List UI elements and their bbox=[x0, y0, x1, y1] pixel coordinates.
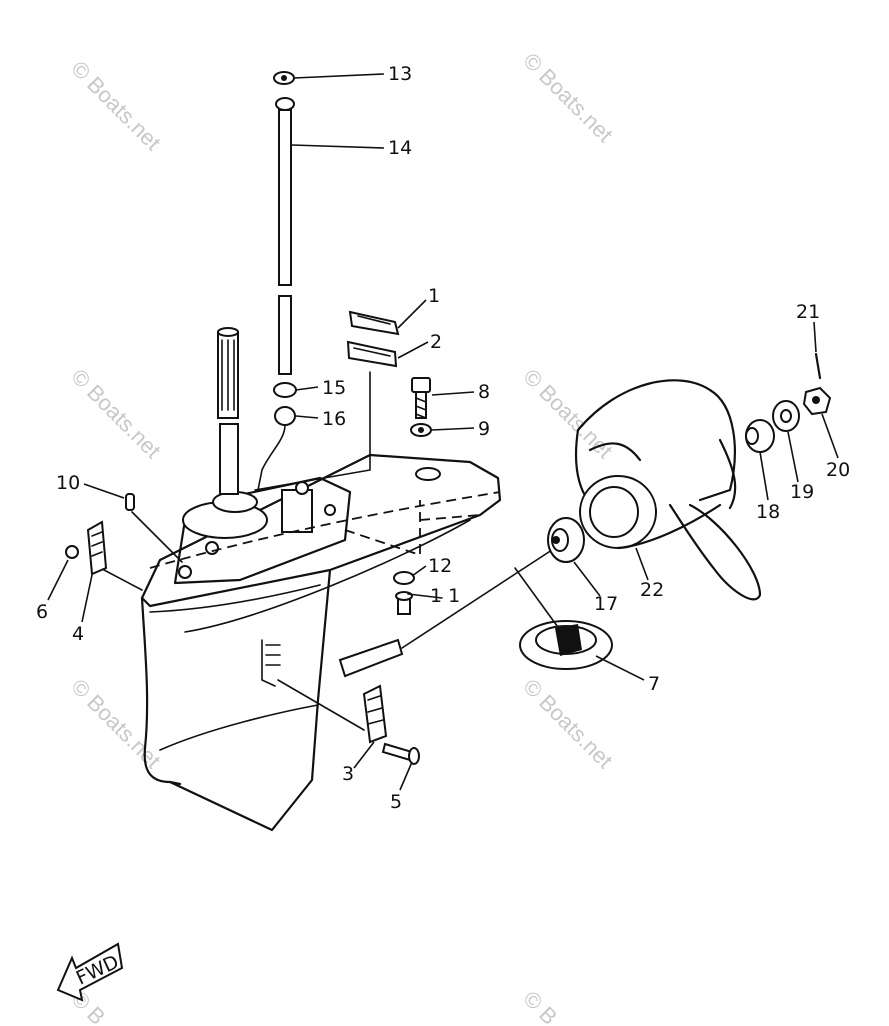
bolt-8 bbox=[410, 377, 432, 437]
label-part-7: 7 bbox=[648, 673, 660, 695]
watermark: © B bbox=[518, 986, 562, 1026]
label-part-3: 3 bbox=[342, 763, 354, 785]
label-part-14: 14 bbox=[388, 137, 412, 159]
hidden-lines bbox=[149, 491, 501, 569]
label-part-13: 13 bbox=[388, 63, 412, 85]
label-part-6: 6 bbox=[36, 601, 48, 623]
label-part-4: 4 bbox=[72, 623, 84, 645]
label-part-11: 1 1 bbox=[430, 585, 460, 607]
label-part-10: 10 bbox=[56, 472, 80, 494]
label-part-12: 12 bbox=[428, 555, 452, 577]
label-part-22: 22 bbox=[640, 579, 664, 601]
part-17 bbox=[547, 517, 585, 563]
watermark: © Boats.net bbox=[518, 674, 617, 773]
prop-shaft-parts bbox=[338, 547, 556, 678]
propeller bbox=[574, 379, 762, 601]
label-part-18: 18 bbox=[756, 501, 780, 523]
shift-rod bbox=[257, 71, 297, 491]
leader-lines bbox=[47, 73, 839, 791]
drive-shaft bbox=[217, 327, 239, 495]
label-part-2: 2 bbox=[430, 331, 442, 353]
watermarks: © Boats.net © Boats.net © Boats.net © Bo… bbox=[66, 48, 617, 1026]
label-part-15: 15 bbox=[322, 377, 346, 399]
watermark: © Boats.net bbox=[66, 674, 165, 773]
label-part-16: 16 bbox=[322, 408, 346, 430]
label-part-19: 19 bbox=[790, 481, 814, 503]
watermark: © Boats.net bbox=[518, 364, 617, 463]
label-part-5: 5 bbox=[390, 791, 402, 813]
label-part-9: 9 bbox=[478, 418, 490, 440]
part-labels: 1 2 3 4 5 6 7 8 9 10 1 1 12 13 14 15 16 … bbox=[36, 63, 850, 813]
watermark: © Boats.net bbox=[66, 56, 165, 155]
trim-anode bbox=[277, 679, 420, 765]
left-parts bbox=[65, 493, 183, 591]
part-7 bbox=[514, 567, 613, 670]
lower-case-housing bbox=[140, 453, 502, 832]
prop-hardware bbox=[745, 352, 832, 453]
label-part-17: 17 bbox=[594, 593, 618, 615]
label-part-20: 20 bbox=[826, 459, 850, 481]
label-part-8: 8 bbox=[478, 381, 490, 403]
watermark: © Boats.net bbox=[518, 48, 617, 147]
label-part-21: 21 bbox=[796, 301, 820, 323]
label-part-1: 1 bbox=[428, 285, 440, 307]
anodes bbox=[254, 310, 400, 491]
watermark: © Boats.net bbox=[66, 364, 165, 463]
